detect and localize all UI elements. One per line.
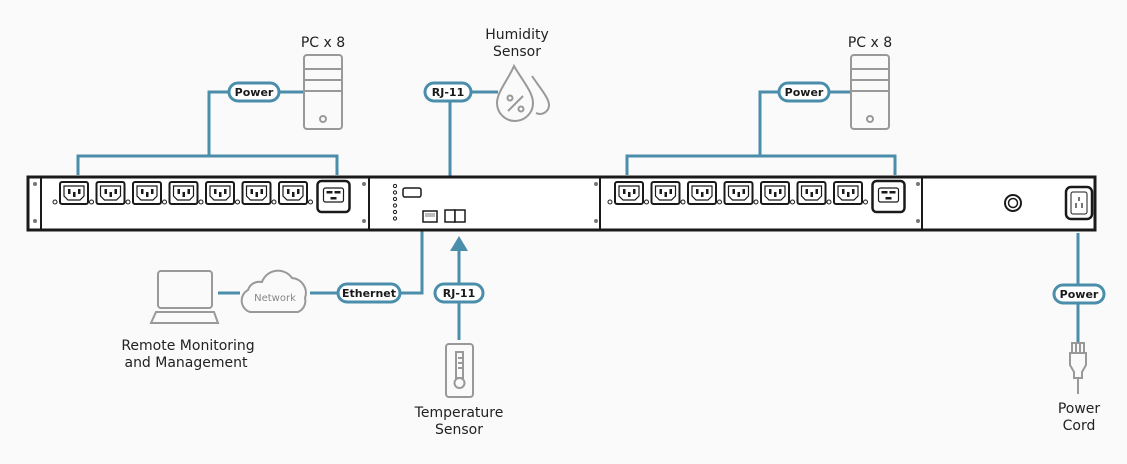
outlet-c13 — [241, 181, 272, 205]
rj11-port-2[interactable] — [454, 209, 466, 223]
svg-text:Power: Power — [1060, 288, 1099, 301]
status-led — [392, 196, 398, 202]
lcd-display — [402, 187, 422, 198]
inlet-module — [1004, 185, 1094, 221]
status-led — [392, 216, 398, 221]
humidity-sensor-icon — [495, 63, 551, 122]
pill-rj11-bottom: RJ-11 — [433, 282, 485, 304]
outlet-c13 — [650, 181, 681, 205]
outlet-c13 — [278, 181, 308, 205]
outlet-c13 — [205, 181, 235, 205]
svg-text:RJ-11: RJ-11 — [443, 287, 475, 300]
remote-label-1: Remote Monitoring — [121, 338, 254, 354]
screws — [33, 182, 920, 223]
pc-tower-left-icon — [303, 54, 343, 130]
temperature-label-1: Temperature — [414, 405, 504, 421]
outlet-c19 — [871, 179, 906, 214]
power-cord-label-2: Cord — [1063, 418, 1096, 434]
power-inlet-c20 — [1064, 185, 1094, 221]
status-led — [392, 209, 398, 215]
outlet-c13 — [132, 181, 162, 205]
left-outlet-bank — [52, 179, 351, 214]
outlet-c13 — [723, 181, 754, 205]
right-outlet-bus-wire — [625, 154, 897, 175]
outlet-c19 — [316, 179, 351, 214]
controller-module — [392, 183, 466, 223]
outlet-c13 — [95, 181, 126, 205]
outlet-c13 — [168, 181, 199, 205]
pill-power-cord: Power — [1052, 283, 1106, 305]
right-outlet-bank — [607, 179, 906, 214]
pc-tower-right-icon — [850, 54, 890, 130]
temperature-label-2: Sensor — [435, 422, 483, 438]
temperature-sensor-icon — [445, 343, 474, 398]
network-label: Network — [254, 293, 296, 304]
outlet-c13 — [614, 181, 644, 205]
status-led — [392, 190, 398, 195]
remote-label-2: and Management — [124, 355, 248, 371]
humidity-label-1: Humidity — [485, 27, 548, 43]
pill-ethernet: Ethernet — [336, 282, 402, 304]
pdu-chassis — [26, 175, 1097, 232]
outlet-c13 — [833, 181, 863, 205]
status-leds — [392, 183, 398, 221]
pc-left-label: PC x 8 — [301, 35, 345, 51]
power-cord-label-1: Power — [1058, 401, 1101, 417]
breaker-icon[interactable] — [1004, 194, 1022, 212]
outlet-c13 — [760, 181, 790, 205]
power-plug-icon — [1069, 342, 1087, 394]
pill-rj11-top: RJ-11 — [423, 81, 473, 103]
svg-text:Ethernet: Ethernet — [342, 287, 396, 300]
status-led — [392, 203, 398, 208]
outlet-c13 — [687, 181, 717, 205]
pc-right-label: PC x 8 — [848, 35, 892, 51]
pill-power-right: Power — [777, 81, 831, 103]
status-led — [392, 183, 398, 189]
svg-text:RJ-11: RJ-11 — [432, 86, 464, 99]
rj11-port-1[interactable] — [444, 209, 456, 223]
network-cloud-icon: Network — [240, 269, 307, 313]
pill-power-left: Power — [227, 81, 281, 103]
laptop-icon — [149, 270, 220, 324]
temperature-arrow-icon — [450, 236, 468, 251]
outlet-c13 — [59, 181, 89, 205]
left-outlet-bus-wire — [76, 154, 339, 175]
svg-text:Power: Power — [785, 86, 824, 99]
outlet-c13 — [796, 181, 827, 205]
humidity-label-2: Sensor — [493, 44, 541, 60]
svg-text:Power: Power — [235, 86, 274, 99]
